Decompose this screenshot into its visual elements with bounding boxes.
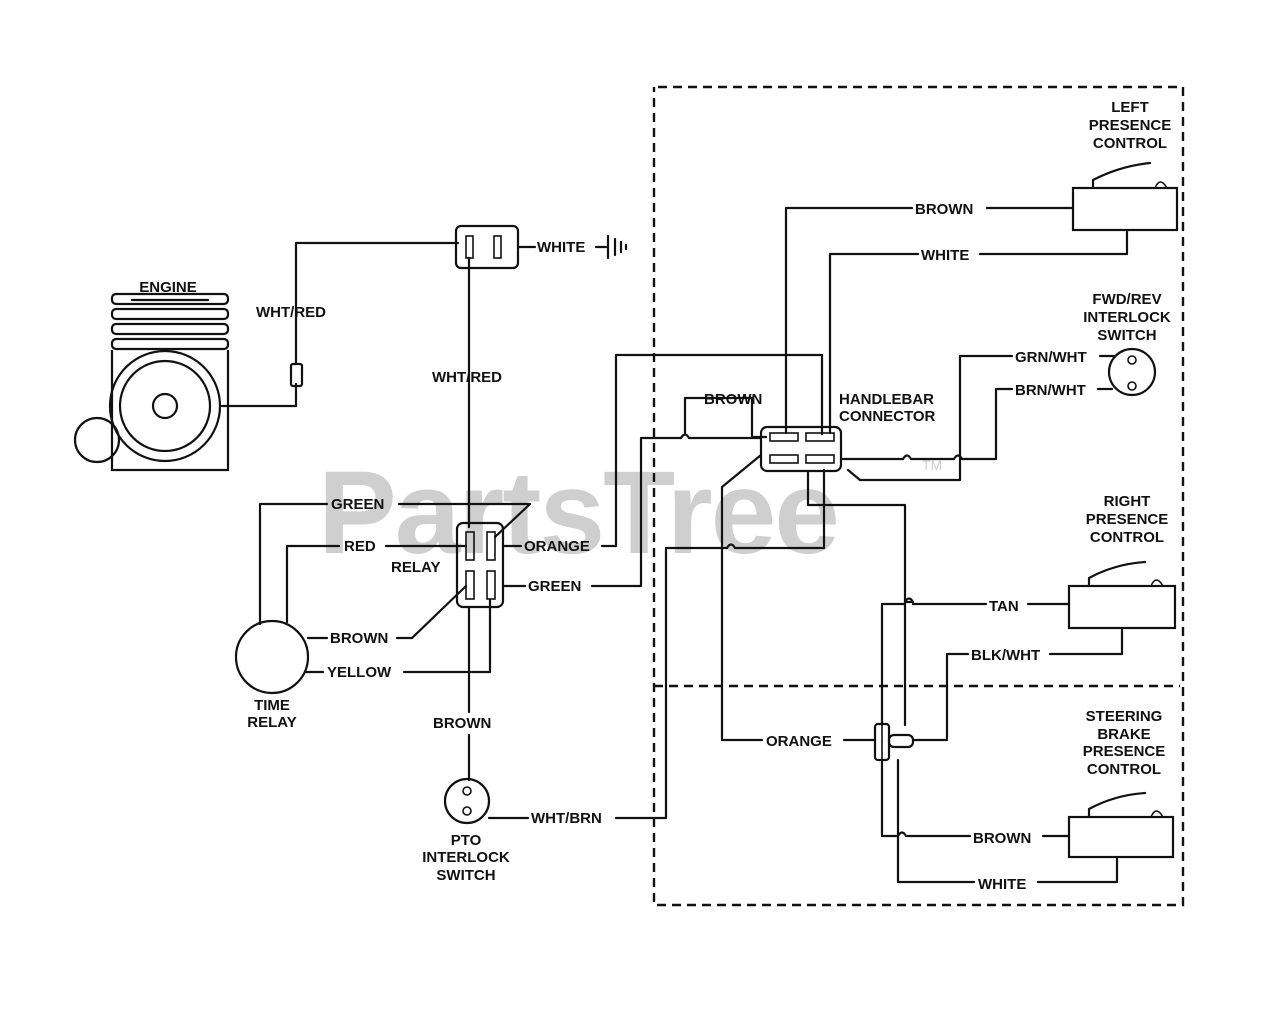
wire-label-white-ground: WHITE: [537, 239, 585, 256]
fwd-rev-label-1: FWD/REV: [1092, 291, 1161, 308]
wire-green-relay: GREEN: [501, 433, 763, 595]
wire-brown-steering: BROWN: [880, 758, 1071, 847]
wire-label-wht-red-engine: WHT/RED: [256, 304, 326, 321]
wire-wht-brn: WHT/BRN: [487, 468, 826, 827]
steering-brake-presence-control: STEERING BRAKE PRESENCE CONTROL: [1067, 708, 1175, 859]
right-presence-label-3: CONTROL: [1090, 529, 1164, 546]
handlebar-connector: HANDLEBAR CONNECTOR: [759, 391, 936, 473]
steering-label-4: CONTROL: [1087, 761, 1161, 778]
watermark: PartsTree: [318, 447, 838, 579]
wire-label-yellow: YELLOW: [327, 664, 392, 681]
wire-red: RED: [285, 538, 468, 624]
wire-label-brown-time: BROWN: [330, 630, 388, 647]
fwd-rev-label-3: SWITCH: [1097, 327, 1156, 344]
wire-blk-wht: BLK/WHT: [911, 626, 1124, 742]
time-relay-label-2: RELAY: [247, 714, 296, 731]
wire-wht-red-vertical: WHT/RED: [432, 256, 502, 529]
wire-label-blk-wht: BLK/WHT: [971, 647, 1040, 664]
wire-label-brown-handlebar: BROWN: [704, 391, 762, 408]
steering-label-3: PRESENCE: [1083, 743, 1166, 760]
time-relay-label-1: TIME: [254, 697, 290, 714]
wire-green-top: GREEN: [258, 496, 532, 626]
wire-brown-time-relay: BROWN: [306, 584, 468, 647]
wire-orange-relay: ORANGE: [501, 353, 824, 555]
handlebar-label-1: HANDLEBAR: [839, 391, 934, 408]
wire-label-brown-left: BROWN: [915, 201, 973, 218]
pto-label-1: PTO: [451, 832, 482, 849]
left-presence-label-3: CONTROL: [1093, 135, 1167, 152]
handlebar-enclosure: [652, 85, 1185, 907]
wire-label-red: RED: [344, 538, 376, 555]
right-presence-label-1: RIGHT: [1104, 493, 1151, 510]
wire-label-tan: TAN: [989, 598, 1019, 615]
pto-label-3: SWITCH: [436, 867, 495, 884]
wire-orange-bottom: ORANGE: [720, 453, 877, 750]
pto-label-2: INTERLOCK: [422, 849, 510, 866]
wire-label-white-left: WHITE: [921, 247, 969, 264]
wire-label-grn-wht: GRN/WHT: [1015, 349, 1087, 366]
wire-label-brown-steering: BROWN: [973, 830, 1031, 847]
wire-label-orange-relay: ORANGE: [524, 538, 590, 555]
fwd-rev-interlock-switch: FWD/REV INTERLOCK SWITCH: [1083, 291, 1171, 397]
wire-brown-left: BROWN: [784, 201, 1075, 435]
wire-label-brown-pto: BROWN: [433, 715, 491, 732]
steering-label-1: STEERING: [1086, 708, 1163, 725]
wire-label-white-steering: WHITE: [978, 876, 1026, 893]
wire-brown-handlebar: BROWN: [683, 391, 768, 439]
wire-label-brn-wht: BRN/WHT: [1015, 382, 1086, 399]
wire-brown-pto: BROWN: [433, 605, 491, 782]
wire-white-steering: WHITE: [896, 758, 1119, 893]
engine-label: ENGINE: [139, 279, 197, 296]
steering-label-2: BRAKE: [1097, 726, 1150, 743]
left-presence-control: LEFT PRESENCE CONTROL: [1071, 99, 1179, 232]
wire-brn-wht: BRN/WHT: [839, 382, 1114, 461]
steering-connector: [873, 722, 915, 762]
pto-interlock-switch: PTO INTERLOCK SWITCH: [422, 777, 510, 884]
handlebar-label-2: CONNECTOR: [839, 408, 936, 425]
wire-label-wht-brn: WHT/BRN: [531, 810, 602, 827]
wire-trunk-right: [806, 469, 915, 727]
relay: RELAY: [391, 521, 505, 609]
left-presence-label-1: LEFT: [1111, 99, 1149, 116]
wire-label-green-top: GREEN: [331, 496, 384, 513]
wire-label-orange-bottom: ORANGE: [766, 733, 832, 750]
wire-label-wht-red-vertical: WHT/RED: [432, 369, 502, 386]
watermark-tm: TM: [922, 457, 942, 473]
relay-label: RELAY: [391, 559, 440, 576]
wire-wht-red-engine: WHT/RED: [256, 241, 460, 408]
top-connector: WHITE: [454, 224, 628, 270]
wire-label-green-relay: GREEN: [528, 578, 581, 595]
wire-white-left: WHITE: [828, 228, 1129, 435]
engine-symbol: ENGINE: [73, 279, 298, 472]
left-presence-label-2: PRESENCE: [1089, 117, 1172, 134]
wire-yellow: YELLOW: [304, 598, 492, 681]
right-presence-control: RIGHT PRESENCE CONTROL: [1067, 493, 1177, 630]
right-presence-label-2: PRESENCE: [1086, 511, 1169, 528]
fwd-rev-label-2: INTERLOCK: [1083, 309, 1171, 326]
time-relay: TIME RELAY: [234, 619, 310, 731]
wire-tan: TAN: [880, 598, 1071, 727]
wire-grn-wht: GRN/WHT: [846, 349, 1116, 482]
